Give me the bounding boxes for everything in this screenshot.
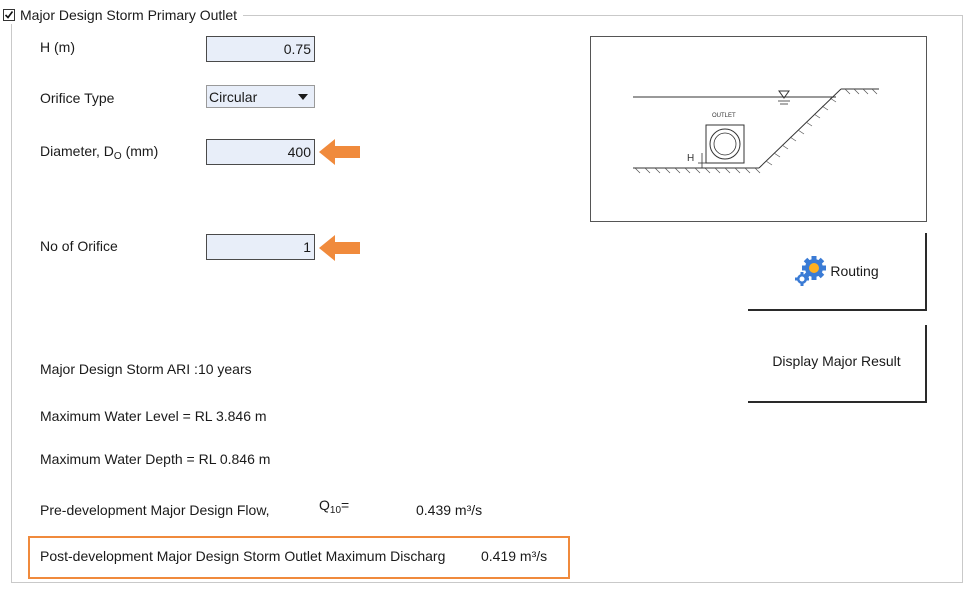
pre-dev-label: Pre-development Major Design Flow, [40, 502, 270, 518]
q-equals: = [341, 497, 350, 513]
q-symbol: Q [319, 497, 330, 513]
no-orifice-label: No of Orifice [40, 238, 118, 254]
gears-icon [795, 256, 827, 286]
diameter-label-sub: O [113, 151, 122, 162]
outlet-diagram: OUTLET H [590, 36, 927, 222]
ari-text: Major Design Storm ARI :10 years [40, 361, 252, 377]
display-major-result-button[interactable]: Display Major Result [748, 325, 927, 403]
major-design-storm-groupbox [11, 15, 963, 583]
outlet-label: OUTLET [712, 113, 736, 119]
diameter-input[interactable]: 400 [206, 139, 315, 165]
post-dev-highlight [28, 536, 570, 579]
post-dev-label: Post-development Major Design Storm Outl… [40, 548, 446, 564]
arrow-left-icon [319, 139, 360, 165]
diameter-label: Diameter, DO (mm) [40, 143, 158, 162]
q-sub: 10 [329, 505, 342, 516]
orifice-type-label: Orifice Type [40, 90, 115, 106]
groupbox-header[interactable]: Major Design Storm Primary Outlet [3, 6, 244, 24]
outlet-diagram-drawing [633, 88, 879, 174]
chevron-down-icon[interactable] [298, 93, 308, 100]
check-icon [4, 11, 14, 19]
pre-dev-value: 0.439 m³/s [416, 502, 483, 518]
max-water-depth-text: Maximum Water Depth = RL 0.846 m [40, 451, 271, 467]
diameter-label-unit: (mm) [121, 143, 159, 159]
enable-checkbox[interactable] [3, 9, 15, 21]
no-orifice-input[interactable]: 1 [206, 234, 315, 260]
h-dimension-label: H [687, 153, 695, 164]
post-dev-value: 0.419 m³/s [481, 548, 548, 564]
diameter-label-main: Diameter, D [40, 143, 114, 159]
display-major-result-label: Display Major Result [772, 353, 901, 369]
routing-button-label: Routing [830, 263, 879, 279]
groupbox-title: Major Design Storm Primary Outlet [20, 7, 238, 23]
q10-symbol: Q10= [319, 497, 349, 516]
routing-button[interactable]: Routing [748, 233, 927, 311]
h-label: H (m) [40, 39, 75, 55]
orifice-type-value: Circular [209, 88, 258, 105]
max-water-level-text: Maximum Water Level = RL 3.846 m [40, 408, 267, 424]
h-input[interactable]: 0.75 [206, 36, 315, 62]
orifice-type-select[interactable]: Circular [206, 85, 315, 108]
arrow-left-icon [319, 235, 360, 261]
